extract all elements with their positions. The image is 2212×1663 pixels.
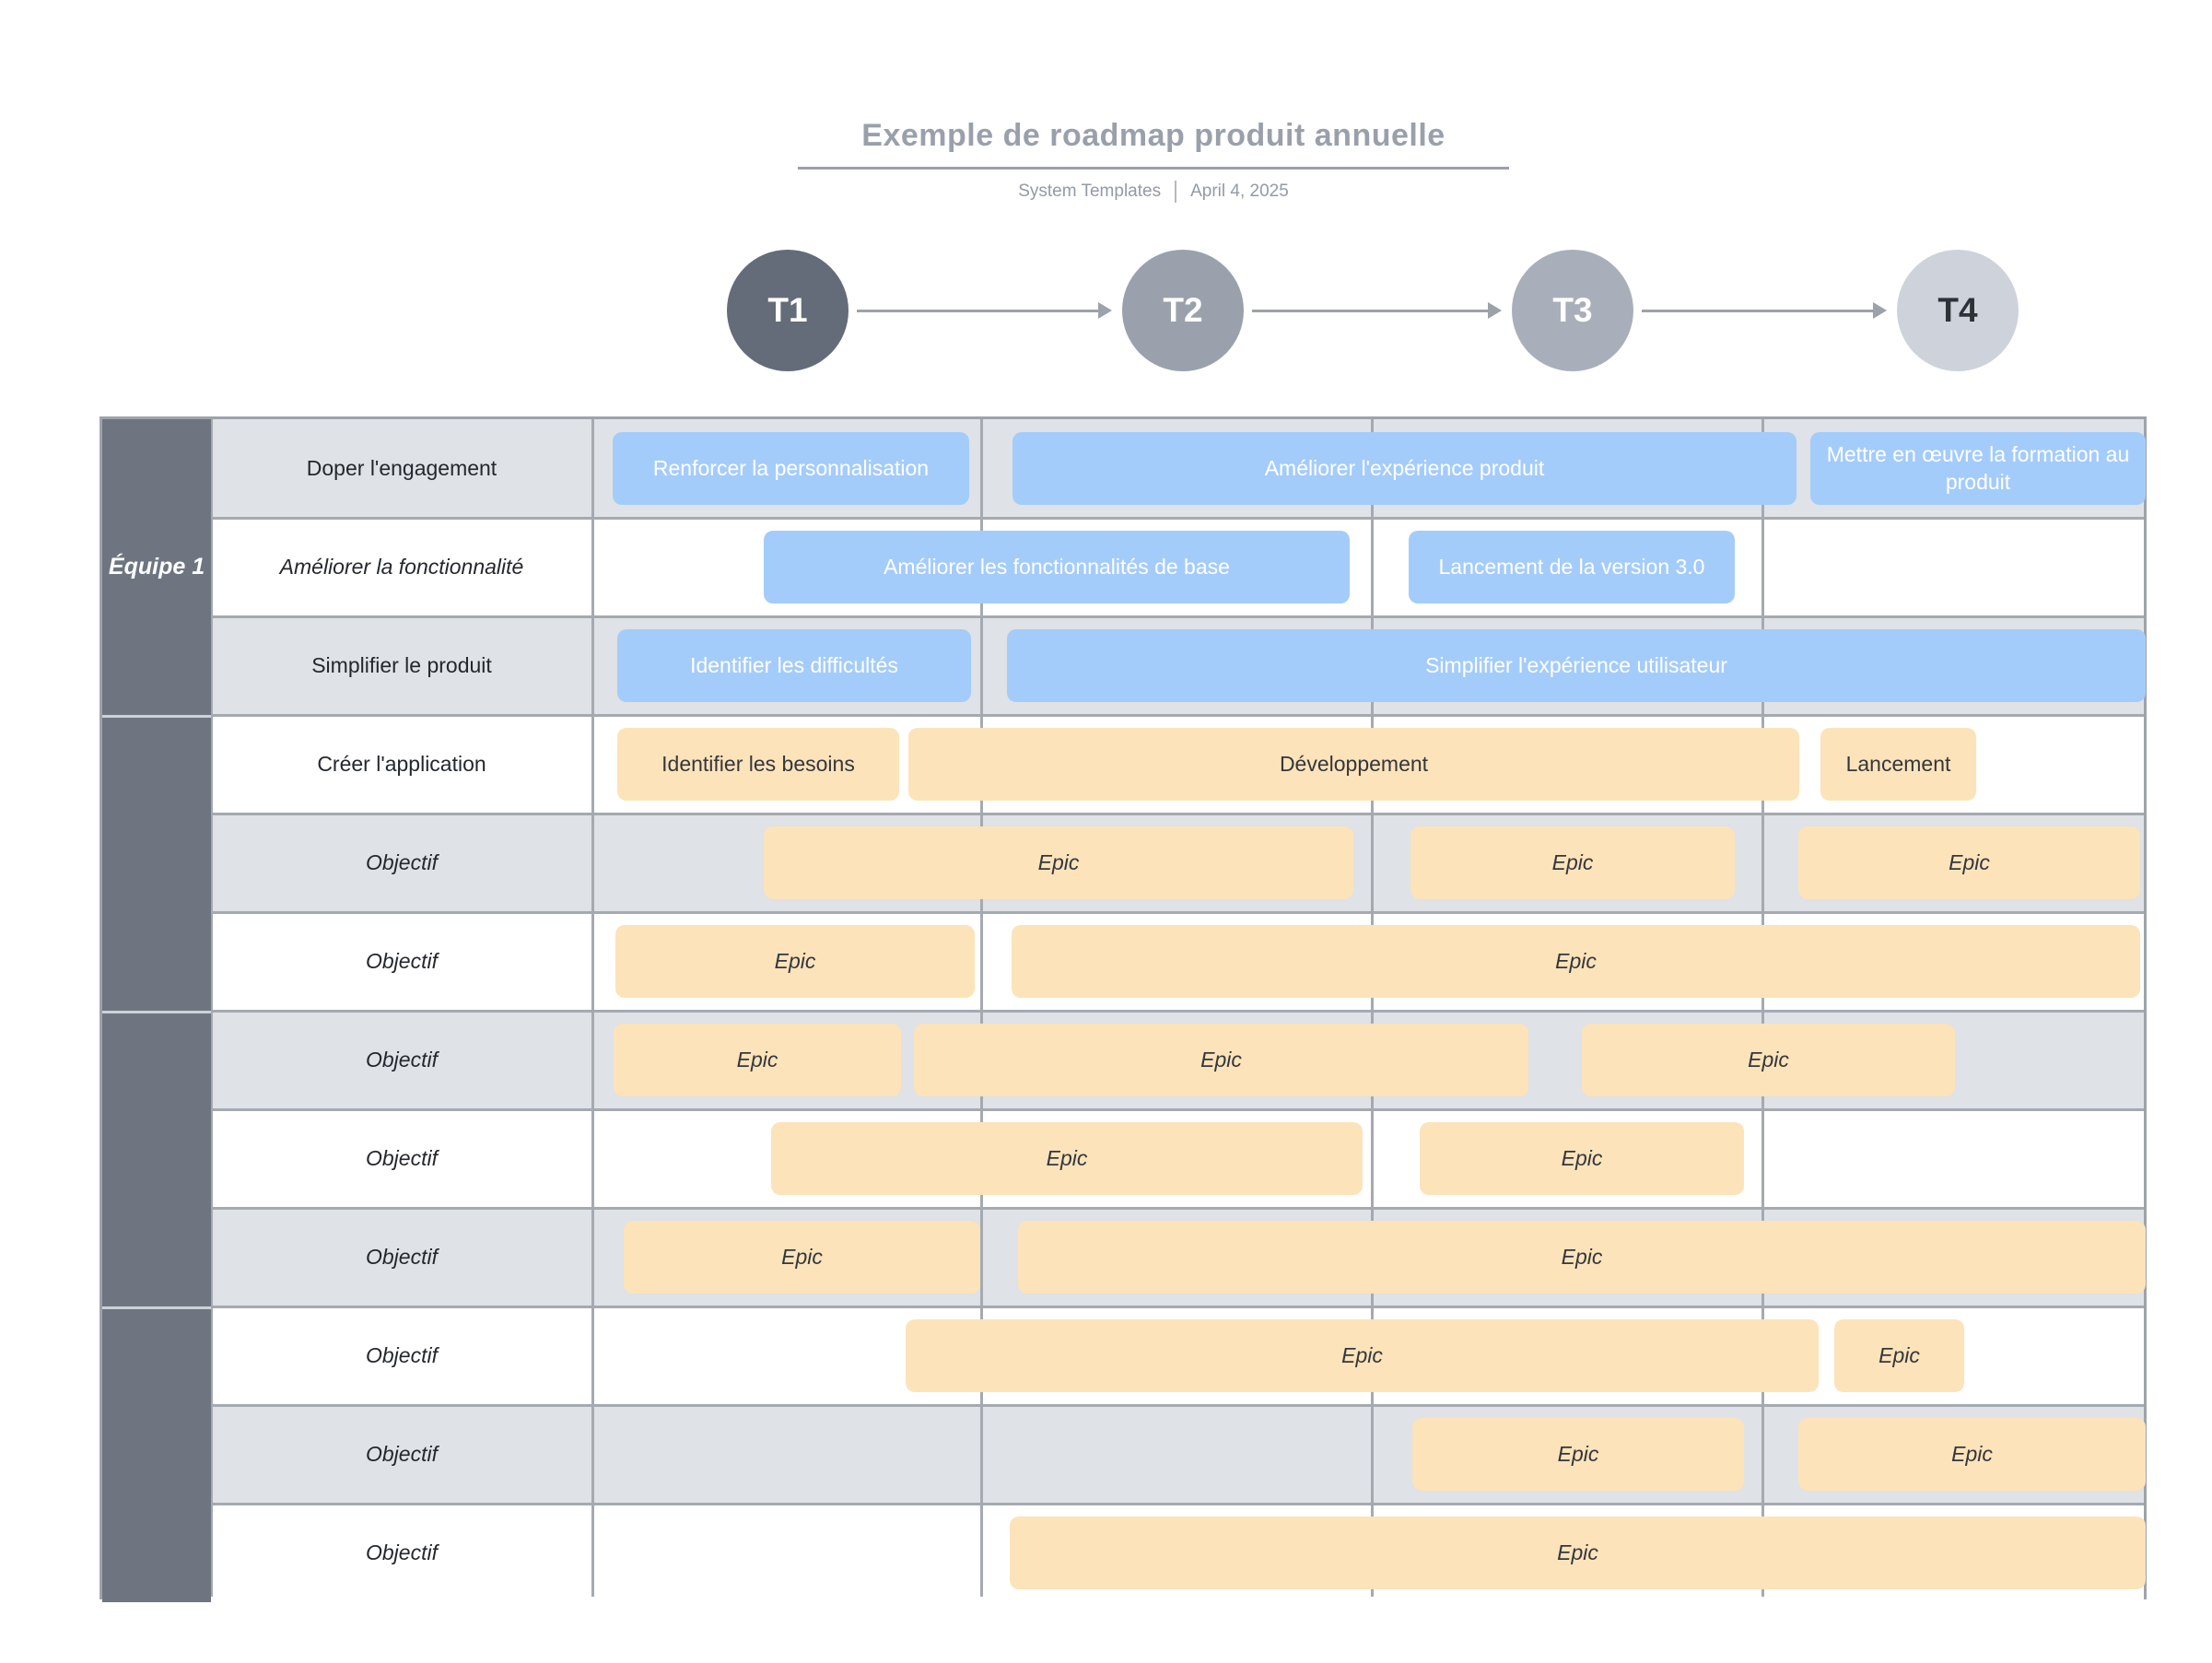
grid-vline <box>1761 419 1764 1597</box>
timeline-arrow-line <box>1642 310 1873 312</box>
quarter-circle-t3[interactable]: T3 <box>1512 250 1633 371</box>
roadmap-bar[interactable]: Simplifier l'expérience utilisateur <box>1007 629 2146 702</box>
row-label: Objectif <box>366 850 438 874</box>
quarter-circle-t4[interactable]: T4 <box>1897 250 2019 371</box>
row-separator <box>211 911 2144 914</box>
row-label: Objectif <box>366 1245 438 1269</box>
roadmap-bar[interactable]: Epic <box>1410 826 1735 899</box>
row-separator <box>211 1108 2144 1111</box>
row-label: Améliorer la fonctionnalité <box>279 555 524 579</box>
roadmap-bar[interactable]: Epic <box>914 1024 1528 1096</box>
roadmap-bar[interactable]: Mettre en œuvre la formation au produit <box>1810 432 2146 505</box>
header: Exemple de roadmap produit annuelle Syst… <box>739 118 1568 203</box>
roadmap-bar[interactable]: Epic <box>615 925 975 998</box>
roadmap-bar[interactable]: Identifier les difficultés <box>617 629 971 702</box>
roadmap-bar[interactable]: Améliorer l'expérience produit <box>1012 432 1797 505</box>
team-cell <box>102 1306 211 1602</box>
row-separator <box>211 615 2144 618</box>
row-label: Objectif <box>366 1540 438 1564</box>
roadmap-bar[interactable]: Epic <box>1018 1221 2146 1294</box>
roadmap-bar[interactable]: Développement <box>908 728 1799 801</box>
timeline-arrow-line <box>857 310 1098 312</box>
row-label: Doper l'engagement <box>306 456 497 480</box>
timeline-arrow-head <box>1488 302 1502 319</box>
title-underline <box>798 167 1509 170</box>
grid-vline <box>980 419 983 1597</box>
row-separator <box>211 1306 2144 1308</box>
timeline-arrow-head <box>1098 302 1112 319</box>
roadmap-table: Équipe 1 Doper l'engagement Renforcer la p… <box>99 416 2147 1602</box>
grid-vline <box>1371 419 1374 1597</box>
row-separator <box>211 714 2144 717</box>
subtitle: System Templates April 4, 2025 <box>739 181 1568 203</box>
team-cell-equipe-1: Équipe 1 <box>102 419 211 715</box>
row-separator <box>211 1207 2144 1210</box>
row-separator <box>211 1404 2144 1407</box>
row-label: Créer l'application <box>317 752 486 776</box>
row-separator <box>211 517 2144 520</box>
timeline-arrow-head <box>1873 302 1887 319</box>
roadmap-bar[interactable]: Epic <box>1798 1418 2146 1491</box>
row-label: Objectif <box>366 1442 438 1466</box>
quarter-circle-t2[interactable]: T2 <box>1122 250 1244 371</box>
roadmap-bar[interactable]: Lancement <box>1820 728 1976 801</box>
row-label: Objectif <box>366 1146 438 1170</box>
team-cell <box>102 715 211 1011</box>
timeline-arrow-line <box>1252 310 1488 312</box>
byline: System Templates <box>1018 182 1162 201</box>
row-label: Objectif <box>366 949 438 973</box>
roadmap-bar[interactable]: Epic <box>624 1221 980 1294</box>
team-cell <box>102 1011 211 1306</box>
roadmap-bar[interactable]: Lancement de la version 3.0 <box>1409 531 1735 603</box>
roadmap-bar[interactable]: Epic <box>764 826 1353 899</box>
row-separator <box>211 813 2144 815</box>
row-label: Objectif <box>366 1343 438 1367</box>
roadmap-bar[interactable]: Améliorer les fonctionnalités de base <box>764 531 1350 603</box>
date-label: April 4, 2025 <box>1190 182 1289 201</box>
roadmap-bar[interactable]: Epic <box>614 1024 901 1096</box>
row-label: Objectif <box>366 1048 438 1072</box>
quarter-circle-t1[interactable]: T1 <box>727 250 849 371</box>
row-separator <box>211 1503 2144 1505</box>
subtitle-divider <box>1175 181 1177 203</box>
grid-vline <box>591 419 594 1597</box>
roadmap-bar[interactable]: Epic <box>1010 1517 2146 1589</box>
roadmap-bar[interactable]: Renforcer la personnalisation <box>613 432 969 505</box>
roadmap-bar[interactable]: Epic <box>1420 1122 1744 1195</box>
row-label: Simplifier le produit <box>311 653 492 677</box>
row-separator <box>211 1010 2144 1013</box>
grid-vline <box>210 419 213 1597</box>
roadmap-bar[interactable]: Epic <box>1834 1319 1964 1392</box>
roadmap-bar[interactable]: Epic <box>771 1122 1363 1195</box>
roadmap-bar[interactable]: Epic <box>906 1319 1819 1392</box>
roadmap-bar[interactable]: Epic <box>1798 826 2140 899</box>
roadmap-bar[interactable]: Epic <box>1582 1024 1955 1096</box>
roadmap-bar[interactable]: Epic <box>1412 1418 1744 1491</box>
roadmap-bar[interactable]: Epic <box>1012 925 2140 998</box>
roadmap-bar[interactable]: Identifier les besoins <box>617 728 899 801</box>
page-title: Exemple de roadmap produit annuelle <box>861 118 1445 153</box>
